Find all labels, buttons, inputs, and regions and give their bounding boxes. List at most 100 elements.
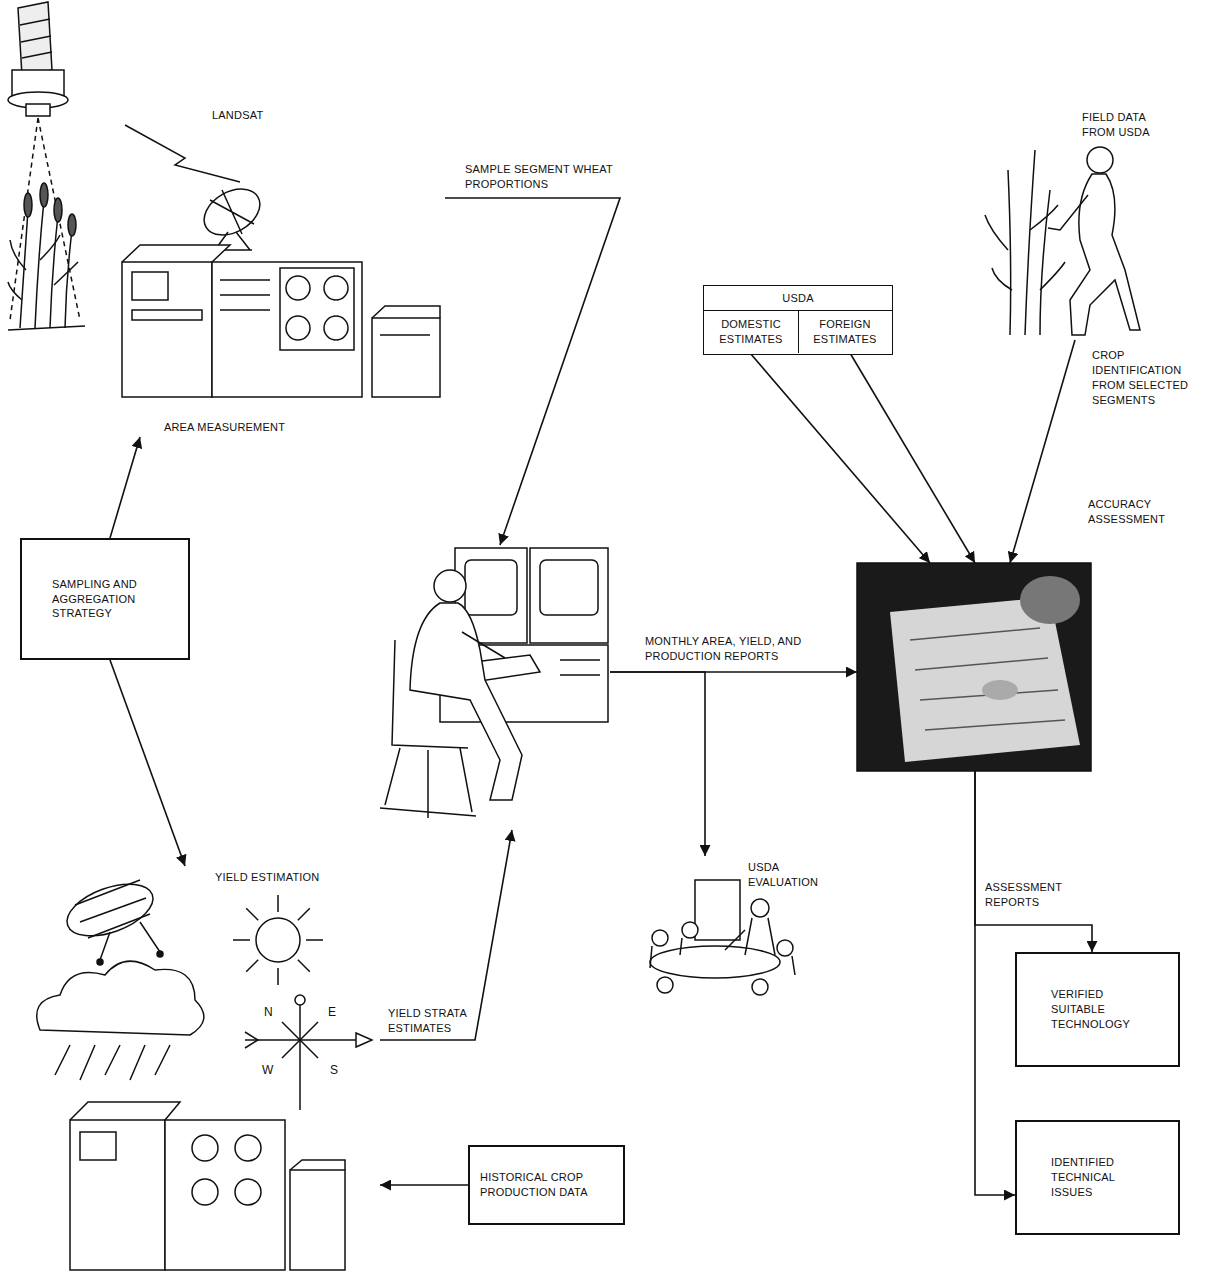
wheat-leaves: [8, 235, 78, 300]
observer-arm: [1048, 195, 1088, 230]
yield-estimation-illustration: YIELD ESTIMATION: [25, 866, 380, 1276]
chair-legs: [380, 748, 476, 818]
flow-arrow: [380, 1184, 468, 1186]
panel-lines: [20, 19, 52, 58]
operator-body: [410, 603, 522, 800]
flow-arrow: [110, 660, 185, 866]
satellite-drum: [60, 874, 160, 946]
estimates-table: USDA DOMESTIC ESTIMATESFOREIGN ESTIMATES: [703, 285, 893, 355]
dish-bowl: [196, 180, 268, 245]
illustration: [8, 2, 1140, 1270]
area-computer: [122, 245, 440, 397]
node-text: FIELD DATA FROM USDA: [1082, 110, 1164, 140]
landsat-satellite: [8, 2, 80, 320]
vane-pole: [299, 1005, 301, 1110]
tape-reel: [286, 276, 310, 300]
tape-reel: [324, 316, 348, 340]
operator-arm: [462, 632, 505, 658]
compass-letter: E: [328, 1004, 336, 1020]
panel-lines: [380, 334, 430, 336]
assessment-illustration: ACCURACY ASSESSMENT: [857, 563, 1091, 771]
observer-body: [1070, 174, 1140, 335]
disk-unit: [290, 1170, 345, 1270]
field-data-illustration: FIELD DATA FROM USDA: [990, 108, 1210, 340]
vane-head: [356, 1033, 372, 1047]
yield-computer: [70, 1102, 345, 1270]
sun-rays: [233, 895, 323, 985]
solar-panel: [18, 2, 52, 76]
evaluation-illustration: USDA EVALUATION: [640, 856, 872, 998]
tape-window: [280, 268, 354, 350]
monitor: [530, 548, 608, 643]
tape-reel: [235, 1179, 261, 1205]
cabinet-panel: [132, 310, 202, 320]
person-head: [752, 979, 768, 995]
antenna-tip: [157, 951, 163, 957]
flow-arrow: [850, 353, 975, 563]
flow-arrow: [750, 353, 930, 563]
node-text: DOMESTIC ESTIMATES: [707, 317, 795, 347]
cabinet-panel: [132, 272, 168, 300]
analyst-head: [1020, 576, 1080, 624]
compass-letter: S: [330, 1062, 338, 1078]
person-head: [652, 930, 668, 946]
satellite-sensor: [26, 104, 50, 116]
analyst-console: [380, 548, 608, 818]
person-head: [777, 940, 793, 956]
weather-vane: [245, 995, 372, 1110]
cabinet-panel: [80, 1132, 116, 1160]
door: [695, 880, 740, 940]
data-box: HISTORICAL CROP PRODUCTION DATA: [468, 1145, 625, 1225]
tape-reel: [192, 1135, 218, 1161]
sun-symbol: [233, 895, 323, 985]
panel-lines: [220, 280, 270, 310]
connectors: [110, 198, 1092, 1195]
node-text: HISTORICAL CROP PRODUCTION DATA: [480, 1170, 615, 1200]
table-cell: FOREIGN ESTIMATES: [798, 310, 892, 353]
flow-arrow: [975, 771, 1015, 1195]
antenna-tip: [97, 959, 103, 965]
weather-satellite: [60, 874, 163, 965]
monitor-screen: [465, 560, 517, 615]
area-measurement-illustration: AREA MEASUREMENT: [4, 4, 445, 437]
tape-reel: [192, 1179, 218, 1205]
view-cone: [10, 118, 80, 320]
disk-unit: [372, 318, 440, 397]
rain: [55, 1045, 170, 1080]
compass-letter: N: [264, 1004, 273, 1020]
vane-tail: [245, 1032, 258, 1048]
flow-arrow: [1010, 340, 1075, 563]
monitor-screen: [540, 560, 598, 615]
node-text: USDA: [782, 291, 813, 306]
paper-lines: [910, 628, 1065, 730]
cabinet-top: [70, 1102, 180, 1120]
node-text: VERIFIED SUITABLE TECHNOLOGY: [1051, 987, 1151, 1032]
antenna: [100, 922, 160, 960]
rain-cloud: [37, 961, 204, 1080]
cabinet-top: [122, 245, 230, 262]
flow-label: CROP IDENTIFICATION FROM SELECTED SEGMEN…: [1092, 348, 1210, 407]
node-text: FOREIGN ESTIMATES: [801, 317, 889, 347]
flow-arrow: [975, 771, 1092, 952]
operator-head: [434, 570, 466, 602]
wheat-stalks: [1008, 150, 1050, 335]
compass-letter: W: [262, 1062, 274, 1078]
downlink-signal: [125, 125, 240, 182]
node-text: YIELD ESTIMATION: [215, 870, 319, 885]
wheat-head: [68, 214, 76, 236]
photo-ground: [857, 563, 1091, 771]
unit-top: [372, 306, 440, 318]
meeting-table: [650, 946, 780, 978]
wheat-head: [24, 193, 32, 217]
strategy-box: SAMPLING AND AGGREGATION STRATEGY: [20, 538, 190, 660]
receiving-dish: [196, 180, 268, 250]
cloud: [37, 961, 204, 1035]
tape-reel: [286, 316, 310, 340]
wheat-plants: [8, 183, 85, 330]
flow-label: ASSESSMENT REPORTS: [985, 880, 1085, 910]
computer-cabinet: [70, 1120, 165, 1270]
node-text: AREA MEASUREMENT: [164, 420, 285, 435]
table-cell: DOMESTIC ESTIMATES: [704, 310, 799, 353]
node-text: IDENTIFIED TECHNICAL ISSUES: [1051, 1155, 1151, 1200]
flow-label: YIELD STRATA ESTIMATES: [388, 1006, 474, 1036]
